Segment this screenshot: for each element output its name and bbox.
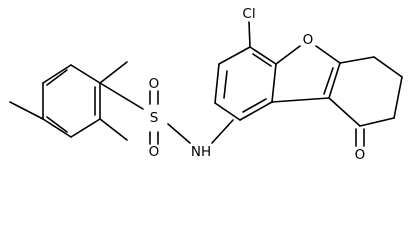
mesityl-methyls xyxy=(9,61,128,141)
bond xyxy=(214,102,241,121)
sulfonyl-oxygen-bottom-label: O xyxy=(149,144,160,160)
double-bond-inner xyxy=(242,98,267,113)
bond xyxy=(211,119,234,144)
double-bond-inner xyxy=(46,116,68,133)
bond xyxy=(70,118,101,138)
sulfonamide xyxy=(99,82,234,145)
bond xyxy=(271,97,330,103)
cyclohexenone-ring xyxy=(328,56,403,147)
double-bond-inner xyxy=(46,69,68,86)
double-bond-inner xyxy=(252,53,272,67)
bond xyxy=(99,82,144,110)
bond xyxy=(239,101,273,121)
bond xyxy=(373,56,403,78)
bond xyxy=(275,45,301,65)
bond xyxy=(214,63,220,104)
ketone-oxygen-label: O xyxy=(355,147,366,163)
mesityl-ring xyxy=(42,64,101,138)
methyl-bond xyxy=(99,61,128,84)
bond xyxy=(271,63,277,103)
sulfonyl-oxygen-top-label: O xyxy=(149,76,160,92)
bond xyxy=(42,118,72,138)
methyl-bond xyxy=(99,118,128,141)
double-bond-inner xyxy=(323,67,334,95)
bond xyxy=(393,76,403,119)
sulfur-label: S xyxy=(150,110,159,126)
chlorine-label: Cl xyxy=(242,6,255,22)
chlorobenzo-ring xyxy=(214,21,277,121)
bond xyxy=(328,62,341,99)
chemical-structure: Cl O O O S O NH xyxy=(9,6,403,163)
methyl-bond xyxy=(9,101,44,120)
bond xyxy=(339,56,375,64)
bond xyxy=(42,64,72,84)
bond xyxy=(359,117,395,127)
bond xyxy=(328,97,361,127)
furan-oxygen-label: O xyxy=(303,32,314,48)
amine-label: NH xyxy=(191,144,211,160)
atom-labels: Cl O O O S O NH xyxy=(149,6,366,163)
bond xyxy=(218,46,251,65)
bond xyxy=(315,45,341,64)
cl-bond xyxy=(248,21,251,48)
bond xyxy=(249,46,277,65)
bond xyxy=(70,64,101,84)
furan-ring xyxy=(271,45,341,103)
double-bond-inner xyxy=(223,70,228,99)
bond xyxy=(167,123,191,144)
